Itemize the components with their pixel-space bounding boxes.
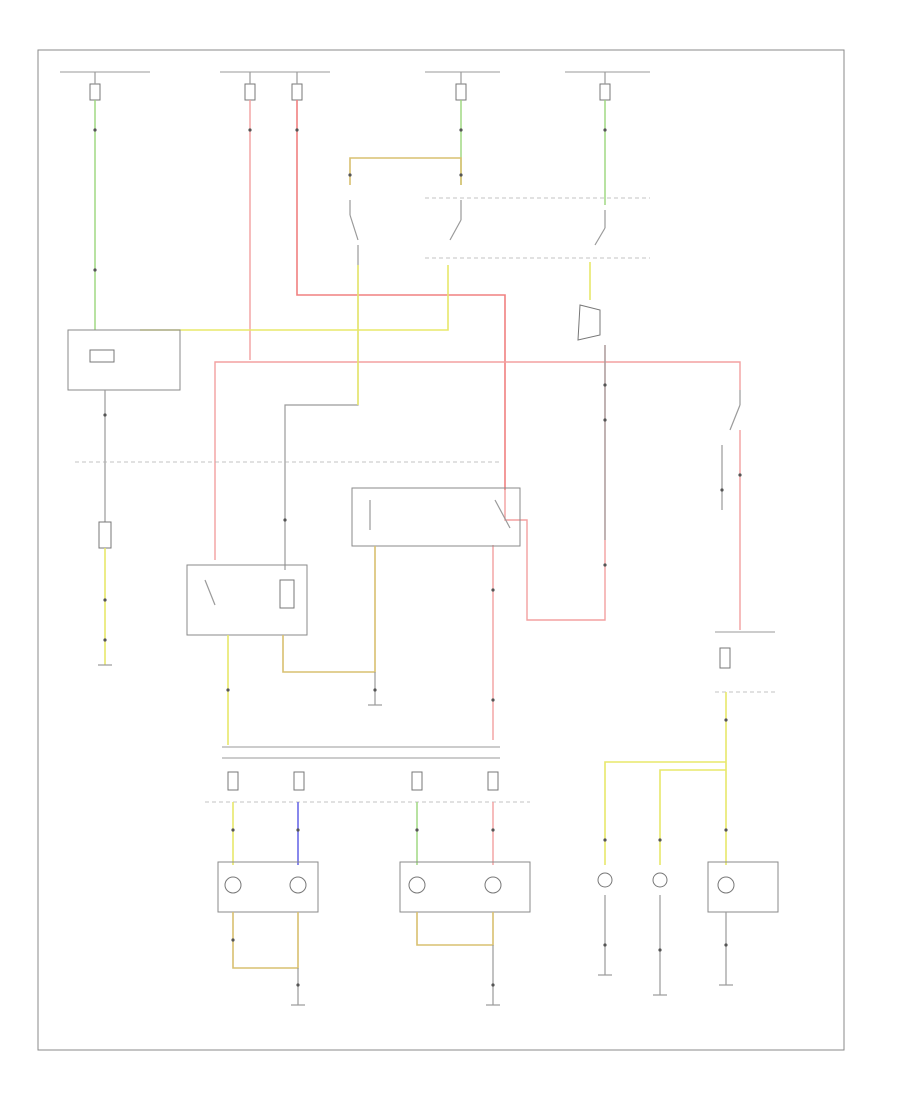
stop-lamp-switch-right [721,390,741,510]
wire-yellow-right-branch-2 [659,769,726,865]
fuse-block-top-1 [89,72,101,101]
wire-pink-top-run [214,361,741,560]
right-front-lamps [217,861,319,913]
turn-signal-relay [186,564,308,636]
lower-fuse-panel [205,746,530,803]
wire-pink-right-loop [504,345,606,621]
fuse-block-top-4 [599,72,611,101]
wire-yellow-to-switch [140,265,449,331]
wire-tan-ground-right-front [232,912,299,969]
connector-dots [93,128,742,987]
light-switch-contacts [449,200,606,246]
license-lamp-left [98,521,112,549]
hazard-switch [351,487,521,547]
fuse-block-right [715,631,775,693]
wire-yellow-right-branch-1 [604,761,726,865]
multifunction-switch [67,329,181,391]
fuse-block-top-3 [455,72,467,101]
wire-tan-relay-loop [282,546,376,673]
brake-pedal-switch [349,200,359,265]
wire-tan-ground-left-front [416,912,494,946]
wire-tan-top [349,157,462,185]
wire-gray-brake [284,265,359,570]
fuse-block-top-2 [244,72,303,101]
rear-lamps [597,861,779,913]
ground-symbols [291,974,733,1006]
left-front-lamps [399,861,531,913]
flasher-relay [577,304,601,341]
wire-red-main [296,100,506,490]
diagram-frame [37,49,845,1051]
